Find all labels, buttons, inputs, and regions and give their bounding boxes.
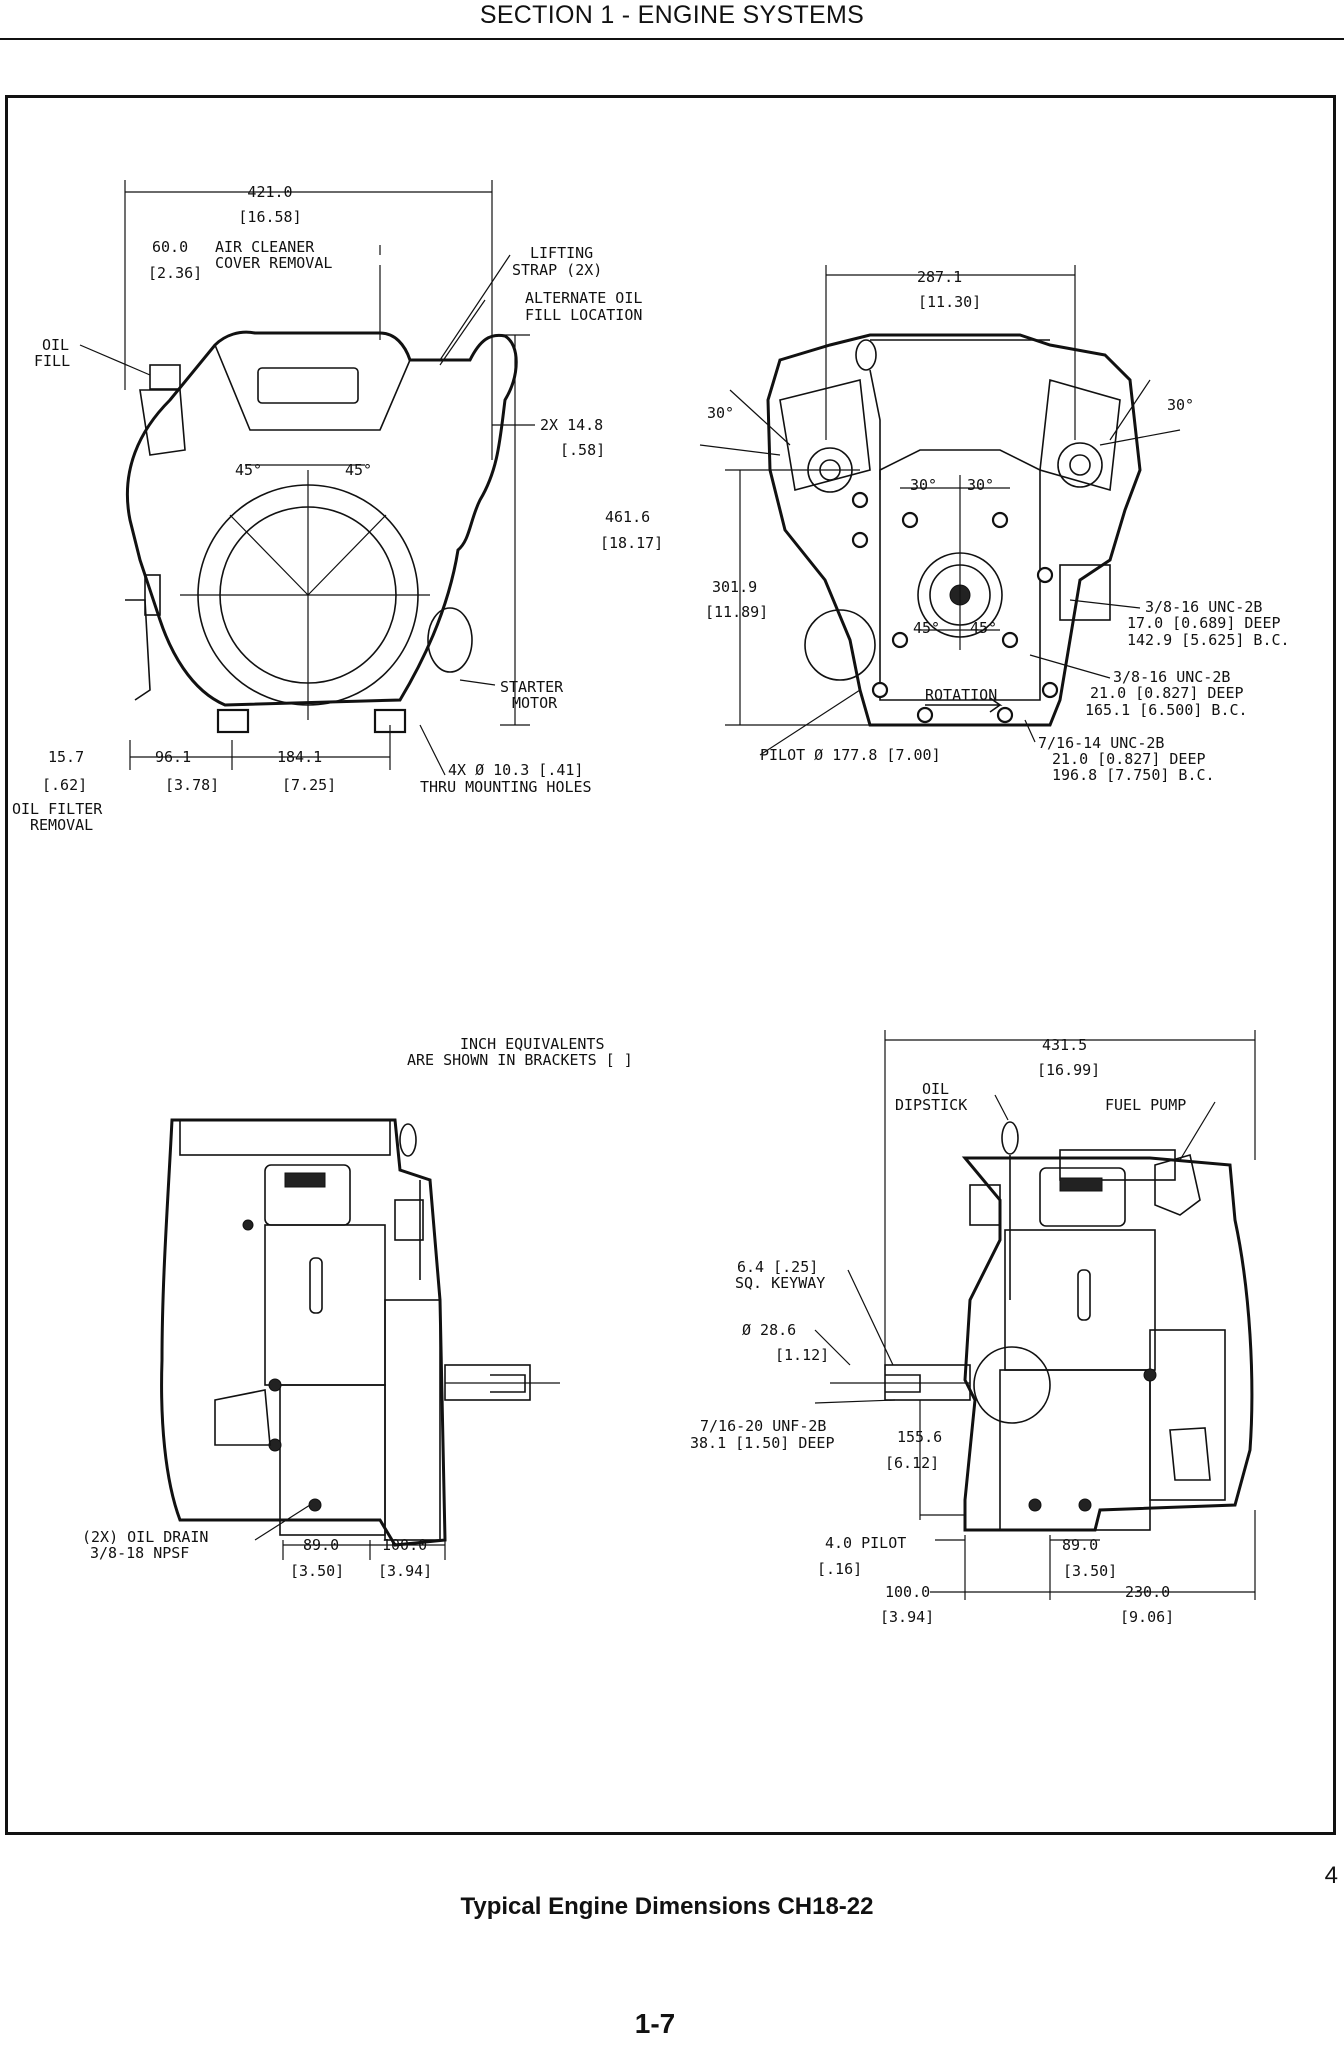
- right-side-view-engine: [830, 1121, 1254, 1532]
- right-dim-230-mm: 230.0: [1125, 1583, 1170, 1601]
- page-number: 1-7: [634, 2008, 676, 2039]
- keyway-label2: SQ. KEYWAY: [735, 1274, 825, 1292]
- front-height-in: [18.17]: [600, 534, 663, 552]
- oil-dipstick-label2: DIPSTICK: [895, 1096, 967, 1114]
- mounting-holes-label: 4X Ø 10.3 [.41]: [448, 761, 583, 779]
- rear-width-mm: 287.1: [917, 268, 962, 286]
- rear-angle-left: 30°: [707, 404, 734, 422]
- keyway-label: 6.4 [.25]: [737, 1258, 818, 1276]
- oil-drain-label: (2X) OIL DRAIN: [82, 1528, 208, 1546]
- rear-inner-angle-c: 45°: [913, 619, 940, 637]
- right-dim-89-mm: 89.0: [1062, 1536, 1098, 1554]
- thread1-b: 17.0 [0.689] DEEP: [1127, 614, 1281, 632]
- pilot-label: PILOT Ø 177.8 [7.00]: [760, 746, 941, 764]
- thread3-b: 21.0 [0.827] DEEP: [1052, 750, 1206, 768]
- hole-offset-mm: 96.1: [155, 748, 191, 766]
- lifting-strap-label2: STRAP (2X): [512, 261, 602, 279]
- front-view-dimensions: [79, 180, 535, 776]
- section-header: SECTION 1 - ENGINE SYSTEMS: [479, 1, 865, 29]
- oil-dipstick-label: OIL: [922, 1080, 949, 1098]
- right-width-in: [16.99]: [1037, 1061, 1100, 1079]
- right-offset-in: [.58]: [560, 441, 605, 459]
- air-cleaner-label2: COVER REMOVAL: [215, 254, 332, 272]
- left-side-view-engine: [160, 1118, 560, 1547]
- rotation-label: ROTATION: [925, 686, 997, 704]
- shaft-dia-in: [1.12]: [775, 1346, 829, 1364]
- shaft-len-in: [6.12]: [885, 1454, 939, 1472]
- oil-filter-in: [.62]: [42, 776, 87, 794]
- starter-label: STARTER: [500, 678, 564, 696]
- right-dim-100-in: [3.94]: [880, 1608, 934, 1626]
- right-dim-89-in: [3.50]: [1063, 1562, 1117, 1580]
- thread3-a: 7/16-14 UNC-2B: [1038, 734, 1164, 752]
- figure-frame: [5, 95, 1336, 1835]
- header-rule: [0, 38, 1344, 40]
- oil-filter-mm: 15.7: [48, 748, 84, 766]
- right-dim-100-mm: 100.0: [885, 1583, 930, 1601]
- right-offset-mm: 2X 14.8: [540, 416, 603, 434]
- inch-note-line1: INCH EQUIVALENTS: [460, 1035, 605, 1053]
- air-cleaner-mm: 60.0: [152, 238, 188, 256]
- inch-note-line2: ARE SHOWN IN BRACKETS [ ]: [407, 1051, 633, 1069]
- oil-fill-label2: FILL: [34, 352, 70, 370]
- front-width-in: [16.58]: [238, 208, 301, 226]
- shaft-len-mm: 155.6: [897, 1428, 942, 1446]
- rear-width-in: [11.30]: [918, 293, 981, 311]
- rear-inner-angle-d: 45°: [970, 619, 997, 637]
- rear-angle-right: 30°: [1167, 396, 1194, 414]
- front-width-mm: 421.0: [247, 183, 292, 201]
- lifting-strap-label: LIFTING: [530, 244, 593, 262]
- thread1-c: 142.9 [5.625] B.C.: [1127, 631, 1290, 649]
- oil-drain-label2: 3/8-18 NPSF: [90, 1544, 189, 1562]
- left-dim-b-in: [3.94]: [378, 1562, 432, 1580]
- rear-view-engine: [766, 333, 1142, 727]
- front-height-mm: 461.6: [605, 508, 650, 526]
- thread3-c: 196.8 [7.750] B.C.: [1052, 766, 1215, 784]
- front-angle-left: 45°: [235, 461, 262, 479]
- hole-spacing-in: [7.25]: [282, 776, 336, 794]
- mounting-holes-label2: THRU MOUNTING HOLES: [420, 778, 592, 796]
- hole-spacing-mm: 184.1: [277, 748, 322, 766]
- thread2-b: 21.0 [0.827] DEEP: [1090, 684, 1244, 702]
- right-dim-230-in: [9.06]: [1120, 1608, 1174, 1626]
- thread2-a: 3/8-16 UNC-2B: [1113, 668, 1230, 686]
- left-dim-a-in: [3.50]: [290, 1562, 344, 1580]
- thread2-c: 165.1 [6.500] B.C.: [1085, 701, 1248, 719]
- starter-label2: MOTOR: [512, 694, 558, 712]
- left-dim-a-mm: 89.0: [303, 1536, 339, 1554]
- hole-offset-in: [3.78]: [165, 776, 219, 794]
- front-view-engine: [125, 330, 518, 734]
- rear-inner-angle-a: 30°: [910, 476, 937, 494]
- right-side-dimensions: [814, 1030, 1256, 1600]
- pilot-4-in: [.16]: [817, 1560, 862, 1578]
- alt-oil-fill-label: ALTERNATE OIL: [525, 289, 642, 307]
- rear-view-dimensions: [699, 265, 1181, 756]
- oil-fill-label: OIL: [42, 336, 69, 354]
- figure-number: 4: [1324, 1862, 1338, 1889]
- tap-label2: 38.1 [1.50] DEEP: [690, 1434, 835, 1452]
- fuel-pump-label: FUEL PUMP: [1105, 1096, 1186, 1114]
- air-cleaner-label: AIR CLEANER: [215, 238, 315, 256]
- front-angle-right: 45°: [345, 461, 372, 479]
- shaft-dia-mm: Ø 28.6: [742, 1321, 796, 1339]
- left-side-dimensions: [254, 1504, 446, 1560]
- pilot-4-mm: 4.0 PILOT: [825, 1534, 906, 1552]
- oil-filter-label: OIL FILTER: [12, 800, 103, 818]
- alt-oil-fill-label2: FILL LOCATION: [525, 306, 642, 324]
- rear-height-in: [11.89]: [705, 603, 768, 621]
- tap-label: 7/16-20 UNF-2B: [700, 1417, 826, 1435]
- air-cleaner-in: [2.36]: [148, 264, 202, 282]
- right-width-mm: 431.5: [1042, 1036, 1087, 1054]
- rear-inner-angle-b: 30°: [967, 476, 994, 494]
- oil-filter-label2: REMOVAL: [30, 816, 93, 834]
- figure-caption: Typical Engine Dimensions CH18-22: [460, 1893, 874, 1920]
- left-dim-b-mm: 100.0: [382, 1536, 427, 1554]
- rear-height-mm: 301.9: [712, 578, 757, 596]
- thread1-a: 3/8-16 UNC-2B: [1145, 598, 1262, 616]
